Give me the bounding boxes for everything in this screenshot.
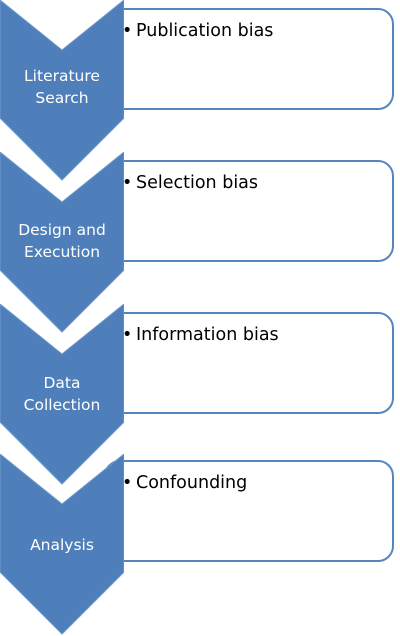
bias-text: Publication bias <box>136 21 274 41</box>
bullet-dot: • <box>122 173 133 193</box>
chevron-shape <box>0 0 124 181</box>
stage-label-literature-search: Literature Search <box>0 65 124 109</box>
bullet-dot: • <box>122 21 133 41</box>
stage-label-line: Search <box>35 89 89 107</box>
bullet-dot: • <box>122 473 133 493</box>
stage-label-line: Literature <box>24 67 100 85</box>
bias-text: Selection bias <box>136 173 259 193</box>
chevron-shape <box>0 304 124 485</box>
stage-chevron-data-collection: Data Collection <box>0 304 124 486</box>
stage-chevron-design-execution: Design and Execution <box>0 152 124 334</box>
stage-label-design-execution: Design and Execution <box>0 219 124 263</box>
stage-label-data-collection: Data Collection <box>0 372 124 416</box>
bias-text: Information bias <box>136 325 279 345</box>
bias-item-selection: •Selection bias <box>122 173 258 193</box>
stage-chevron-literature-search: Literature Search <box>0 0 124 182</box>
stage-label-line: Data <box>43 374 81 392</box>
bias-box-confounding: •Confounding <box>104 460 394 562</box>
stage-label-analysis: Analysis <box>0 534 124 556</box>
bias-text: Confounding <box>136 473 248 493</box>
chevron-shape <box>0 454 124 635</box>
stage-label-line: Design and <box>18 221 106 239</box>
stage-label-line: Collection <box>23 396 101 414</box>
stage-label-line: Execution <box>23 243 101 261</box>
stage-chevron-analysis: Analysis <box>0 454 124 636</box>
bias-item-publication: •Publication bias <box>122 21 273 41</box>
bullet-dot: • <box>122 325 133 345</box>
chevron-shape <box>0 152 124 333</box>
bias-item-confounding: •Confounding <box>122 473 247 493</box>
bias-item-information: •Information bias <box>122 325 279 345</box>
bias-box-information: •Information bias <box>104 312 394 414</box>
bias-box-publication: •Publication bias <box>104 8 394 110</box>
stage-label-line: Analysis <box>30 536 94 554</box>
bias-box-selection: •Selection bias <box>104 160 394 262</box>
